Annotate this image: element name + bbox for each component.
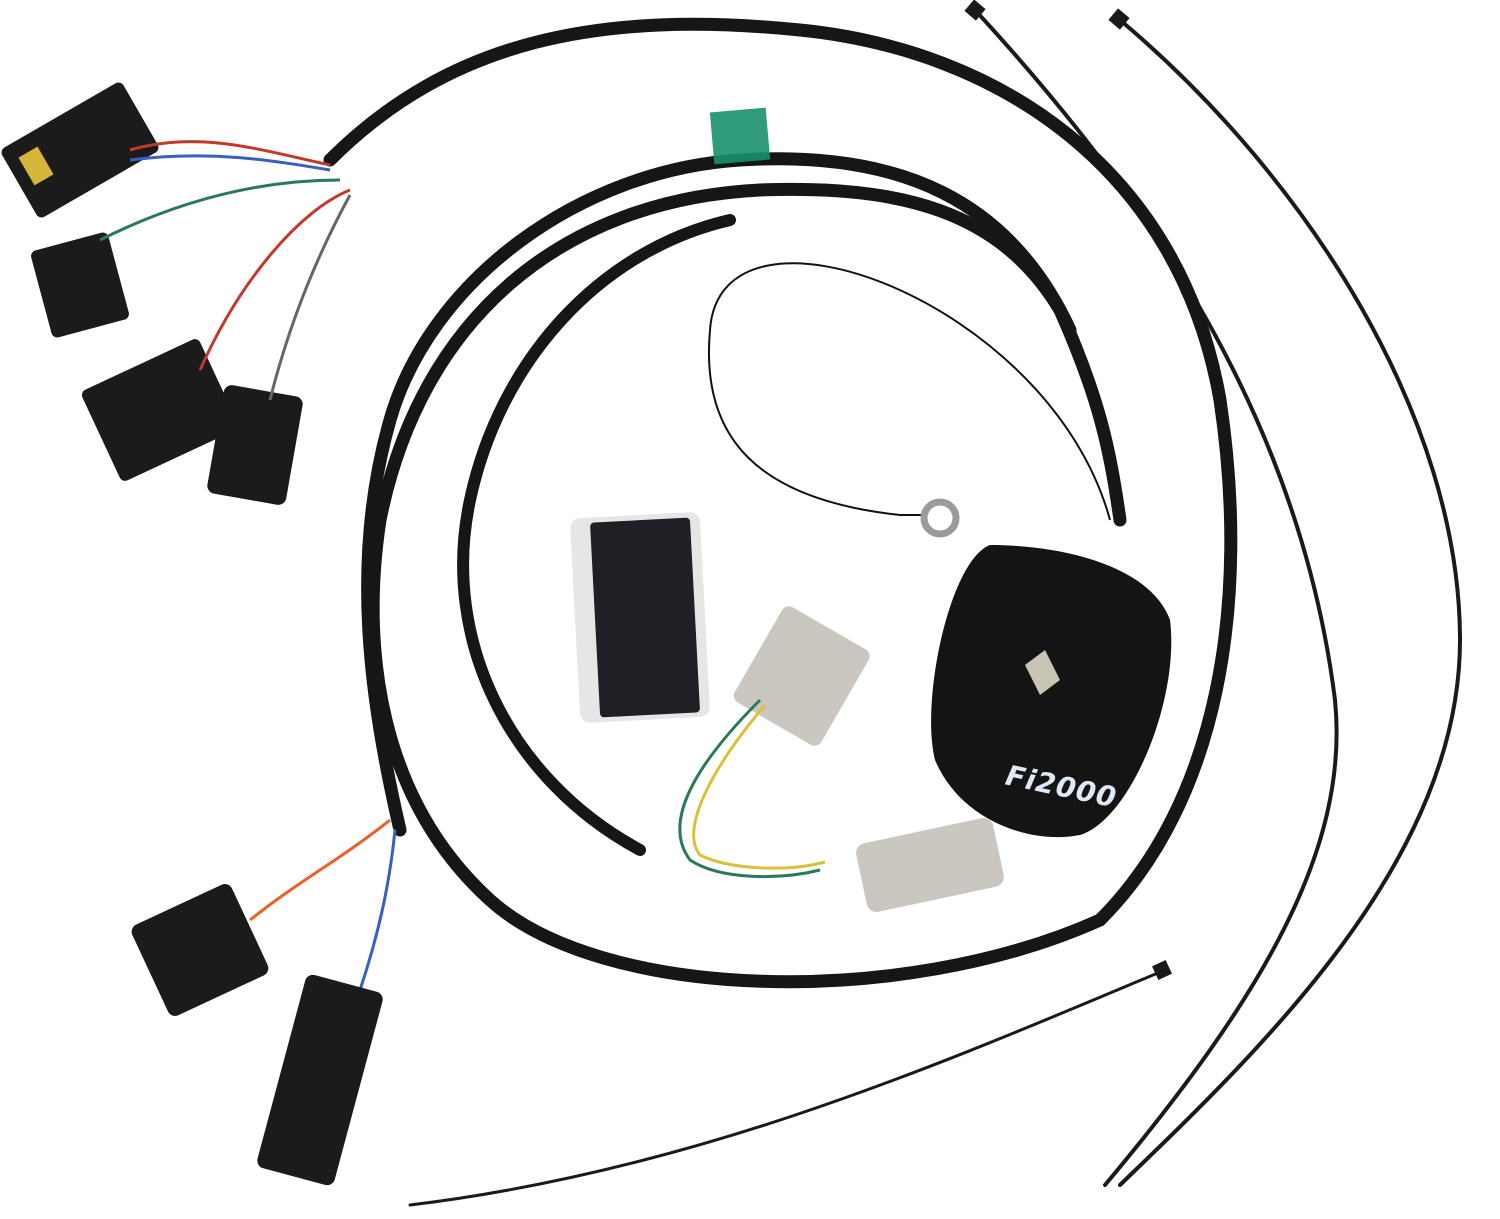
- diamond-logo-icon: [1025, 650, 1060, 695]
- zip-tie-3: [408, 960, 1172, 1207]
- connector-bottom-left-2: [257, 974, 383, 1186]
- fi2000-module: [931, 545, 1172, 838]
- connector-top-left-2: [31, 232, 129, 338]
- connector-top-left-4: [207, 385, 303, 505]
- zip-tie-2: [1108, 8, 1463, 1187]
- small-wires-bottom: [249, 818, 397, 991]
- velcro-pad: [570, 512, 710, 723]
- connector-top-left-1: [1, 82, 159, 218]
- connector-top-left-3: [81, 339, 239, 481]
- main-harness-cable: [323, 17, 1238, 989]
- connector-bottom-left-1: [131, 884, 269, 1016]
- gray-connector-pair: [678, 606, 1004, 912]
- green-tape: [709, 107, 771, 165]
- ground-ring-terminal: [708, 262, 1111, 538]
- small-wires-top: [99, 140, 352, 401]
